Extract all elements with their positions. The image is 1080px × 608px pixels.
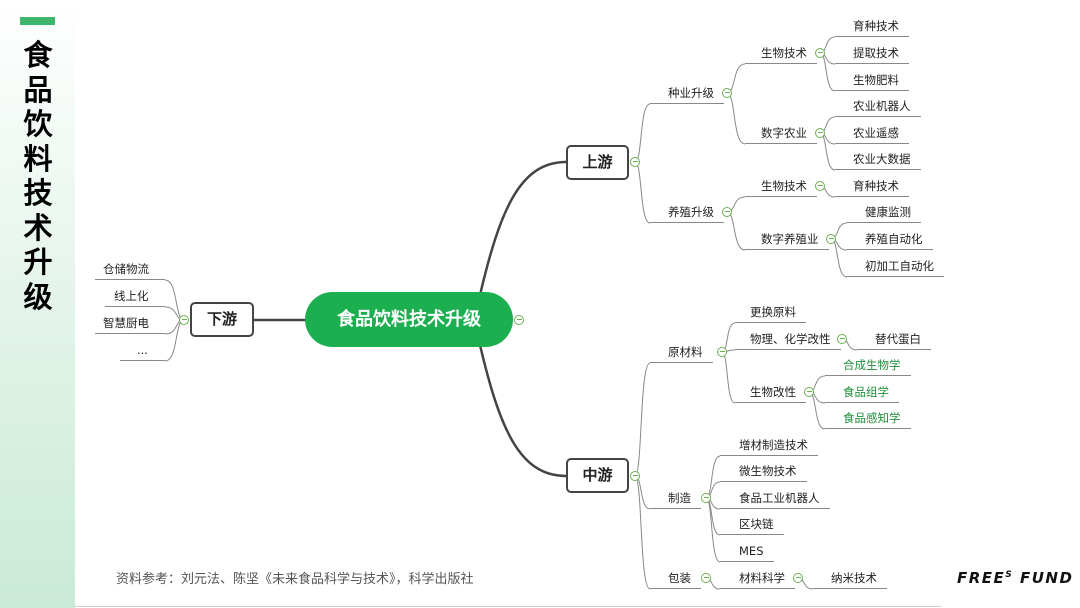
connector	[634, 362, 651, 477]
mindmap-node[interactable]: 食品工业机器人	[720, 489, 830, 509]
collapse-icon[interactable]	[722, 88, 732, 98]
connector	[634, 475, 651, 590]
collapse-icon[interactable]	[815, 181, 825, 191]
connector	[705, 497, 721, 536]
accent-bar	[20, 17, 55, 25]
connector	[164, 319, 185, 362]
mindmap-node[interactable]: 原材料	[650, 343, 713, 363]
connector	[164, 279, 185, 321]
mindmap-node[interactable]: 智慧厨电	[95, 314, 165, 334]
mindmap-node[interactable]: 农业遥感	[835, 124, 909, 144]
mindmap-node[interactable]: 材料科学	[720, 569, 795, 589]
mindmap-node[interactable]: 提取技术	[835, 44, 909, 64]
mindmap-node[interactable]: 食品组学	[825, 383, 899, 403]
mindmap-node[interactable]: 更换原料	[735, 303, 806, 323]
connector	[830, 238, 848, 278]
main-branch-up	[478, 160, 567, 296]
collapse-icon[interactable]	[793, 573, 803, 583]
mindmap-node[interactable]: 包装	[650, 569, 701, 589]
collapse-icon[interactable]	[815, 128, 825, 138]
collapse-icon[interactable]	[815, 48, 825, 58]
connector	[705, 455, 721, 499]
main-branch-down	[478, 344, 567, 478]
collapse-icon[interactable]	[630, 157, 640, 167]
vertical-title: 食品饮料技术升级	[23, 38, 53, 314]
connector	[808, 391, 826, 430]
mindmap-node[interactable]: 替代蛋白	[857, 330, 931, 350]
mindmap-node[interactable]: 数字养殖业	[745, 230, 829, 250]
mindmap-node[interactable]: 养殖升级	[650, 203, 724, 223]
topic-upstream[interactable]: 上游	[566, 145, 629, 180]
connector	[819, 52, 836, 92]
connector	[721, 351, 736, 404]
source-note: 资料参考：刘元法、陈坚《未来食品科学与技术》，科学出版社	[116, 572, 474, 587]
collapse-icon[interactable]	[717, 347, 727, 357]
mindmap-node[interactable]: ...	[120, 341, 165, 361]
title-sidebar: 食品饮料技术升级	[0, 0, 75, 608]
collapse-icon[interactable]	[179, 315, 189, 325]
collapse-icon[interactable]	[514, 315, 524, 325]
connector	[705, 497, 721, 563]
collapse-icon[interactable]	[630, 471, 640, 481]
mindmap-node[interactable]: 生物肥料	[835, 71, 909, 91]
collapse-icon[interactable]	[701, 573, 711, 583]
connector	[819, 132, 836, 171]
collapse-icon[interactable]	[722, 207, 732, 217]
mindmap-node[interactable]: 生物技术	[745, 177, 817, 197]
mindmap-node[interactable]: 区块链	[720, 515, 784, 535]
connector	[726, 92, 746, 145]
collapse-icon[interactable]	[804, 387, 814, 397]
connector	[634, 103, 651, 163]
mindmap-node[interactable]: 育种技术	[835, 17, 909, 37]
mindmap-node[interactable]: 初加工自动化	[847, 257, 944, 277]
mindmap-node[interactable]: 增材制造技术	[720, 436, 818, 456]
central-topic[interactable]: 食品饮料技术升级	[305, 292, 513, 347]
connector	[634, 161, 651, 224]
mindmap-node[interactable]: 种业升级	[650, 84, 724, 104]
collapse-icon[interactable]	[837, 334, 847, 344]
mindmap-node[interactable]: 食品感知学	[825, 409, 911, 429]
connector	[726, 211, 746, 251]
mindmap-node[interactable]: 养殖自动化	[847, 230, 933, 250]
divider	[75, 606, 941, 607]
mindmap-node[interactable]: 合成生物学	[825, 356, 911, 376]
mindmap-node[interactable]: 农业大数据	[835, 150, 921, 170]
collapse-icon[interactable]	[701, 493, 711, 503]
brand-logo: FREES FUND	[957, 569, 1074, 587]
mindmap-node[interactable]: 物理、化学改性	[735, 330, 841, 350]
topic-midstream[interactable]: 中游	[566, 458, 629, 493]
mindmap-node[interactable]: 微生物技术	[720, 462, 807, 482]
mindmap-node[interactable]: 数字农业	[745, 124, 817, 144]
mindmap-node[interactable]: 纳米技术	[813, 569, 887, 589]
topic-downstream[interactable]: 下游	[190, 302, 254, 337]
mindmap-node[interactable]: 线上化	[105, 287, 165, 307]
mindmap-node[interactable]: MES	[720, 542, 774, 562]
mindmap-node[interactable]: 育种技术	[835, 177, 909, 197]
mindmap-node[interactable]: 生物技术	[745, 44, 817, 64]
collapse-icon[interactable]	[826, 234, 836, 244]
mindmap-node[interactable]: 农业机器人	[835, 97, 921, 117]
mindmap-node[interactable]: 仓储物流	[95, 260, 165, 280]
mindmap-node[interactable]: 制造	[650, 489, 701, 509]
mindmap-node[interactable]: 生物改性	[735, 383, 806, 403]
mindmap-node[interactable]: 健康监测	[847, 203, 921, 223]
